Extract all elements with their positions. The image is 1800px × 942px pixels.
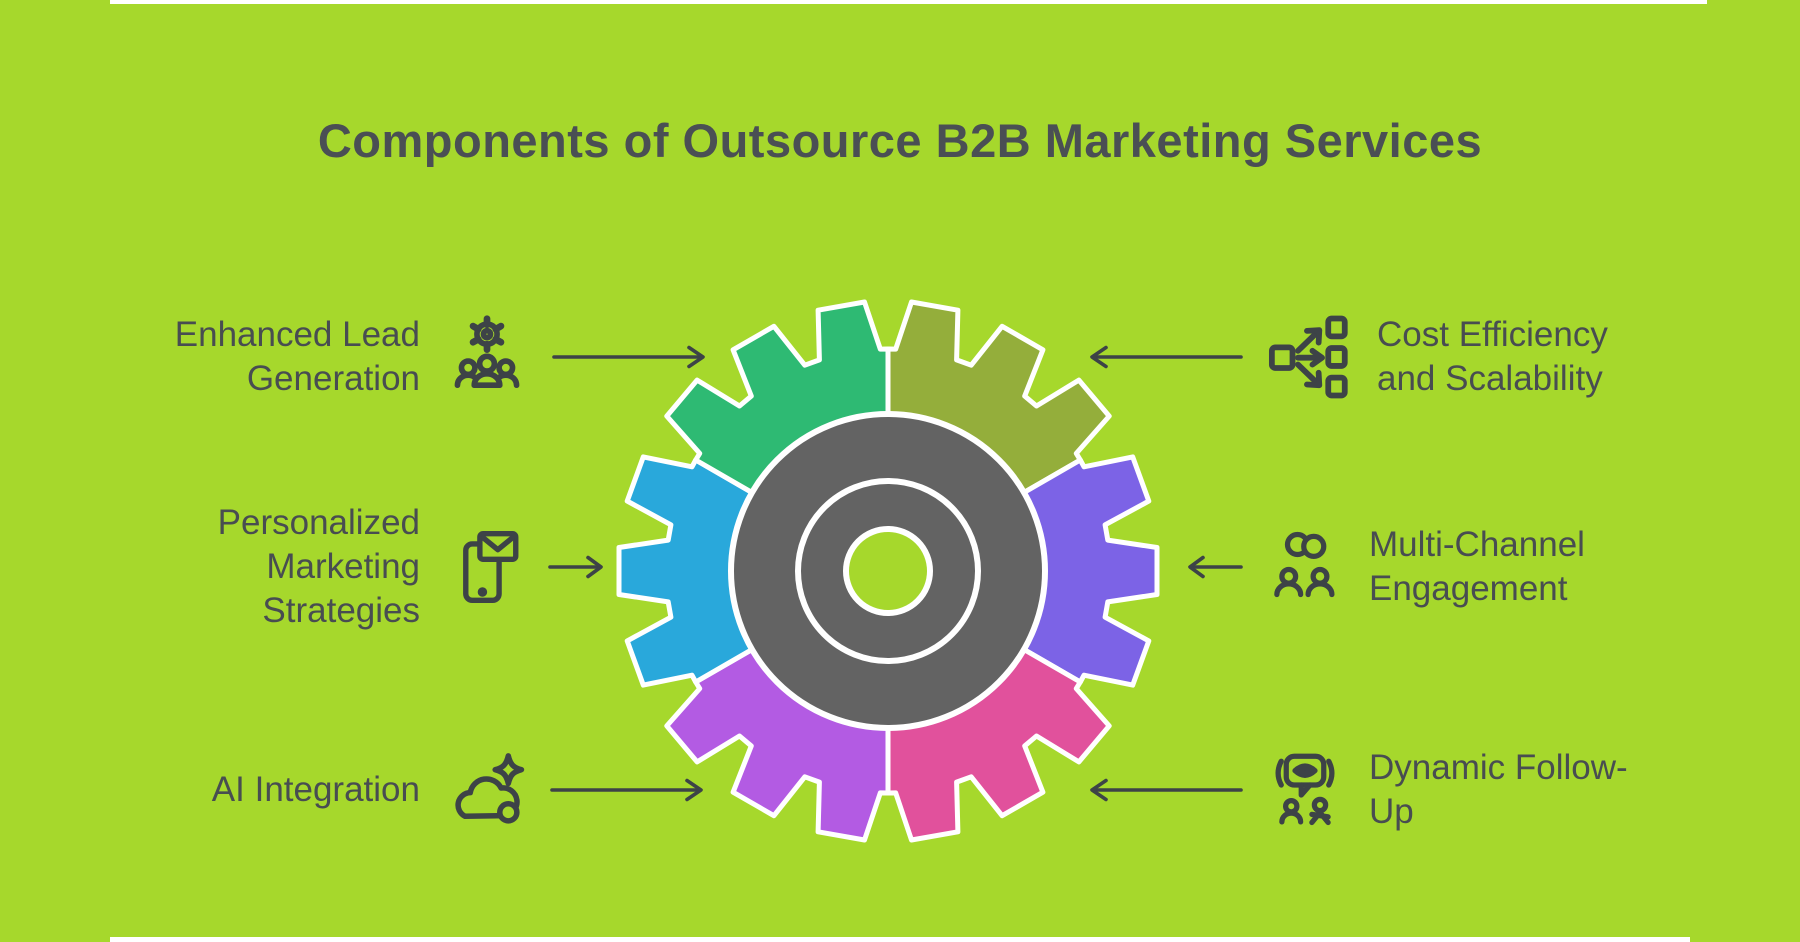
- arrow-left-icon: [1090, 345, 1243, 369]
- bottom-edge-strip: [110, 937, 1690, 942]
- scale-out-icon: [1268, 315, 1348, 399]
- item-cost-efficiency-and-scalability: Cost Efficiency and Scalability: [1085, 298, 1608, 416]
- label-line: Multi-Channel: [1369, 525, 1585, 564]
- item-enhanced-lead-generation: Enhanced Lead Generation: [120, 298, 710, 416]
- gear-graphic: [616, 299, 1160, 843]
- label-line: AI Integration: [211, 770, 420, 809]
- label-line: Enhanced Lead: [174, 315, 420, 354]
- gear-hub-hole: [843, 526, 933, 616]
- watch-bubble-people-icon: [1275, 753, 1335, 826]
- arrow-right-icon: [550, 778, 703, 802]
- item-label: Personalized Marketing Strategies: [120, 501, 420, 633]
- label-line: Strategies: [262, 591, 420, 630]
- item-multi-channel-engagement: Multi-Channel Engagement: [1183, 497, 1585, 637]
- arrow-left-icon: [1188, 555, 1243, 579]
- label-line: Cost Efficiency: [1377, 315, 1608, 354]
- label-line: and Scalability: [1377, 359, 1603, 398]
- team-gear-icon: [454, 315, 520, 389]
- arrow-left-icon: [1090, 778, 1243, 802]
- label-line: Up: [1369, 792, 1414, 831]
- gear-diagram: [606, 289, 1170, 853]
- cloud-sparkle-icon: [455, 753, 525, 824]
- label-line: Personalized: [217, 503, 420, 542]
- label-line: Marketing: [266, 547, 420, 586]
- arrow-right-icon: [548, 555, 603, 579]
- item-ai-integration: AI Integration: [120, 736, 708, 844]
- arrow-right-icon: [552, 345, 705, 369]
- phone-mail-icon: [463, 530, 519, 604]
- chain-people-icon: [1274, 531, 1335, 598]
- top-edge-strip: [110, 0, 1707, 4]
- label-line: Generation: [246, 359, 420, 398]
- page-title: Components of Outsource B2B Marketing Se…: [317, 114, 1483, 168]
- gear-inner-ring: [795, 478, 981, 664]
- item-label: AI Integration: [120, 768, 420, 812]
- item-dynamic-follow-up: Dynamic Follow- Up: [1085, 736, 1628, 844]
- item-label: Cost Efficiency and Scalability: [1377, 313, 1608, 401]
- item-label: Multi-Channel Engagement: [1369, 523, 1585, 611]
- item-label: Dynamic Follow- Up: [1369, 746, 1628, 834]
- label-line: Dynamic Follow-: [1369, 748, 1628, 787]
- item-label: Enhanced Lead Generation: [120, 313, 420, 401]
- item-personalized-marketing-strategies: Personalized Marketing Strategies: [120, 488, 608, 646]
- label-line: Engagement: [1369, 569, 1568, 608]
